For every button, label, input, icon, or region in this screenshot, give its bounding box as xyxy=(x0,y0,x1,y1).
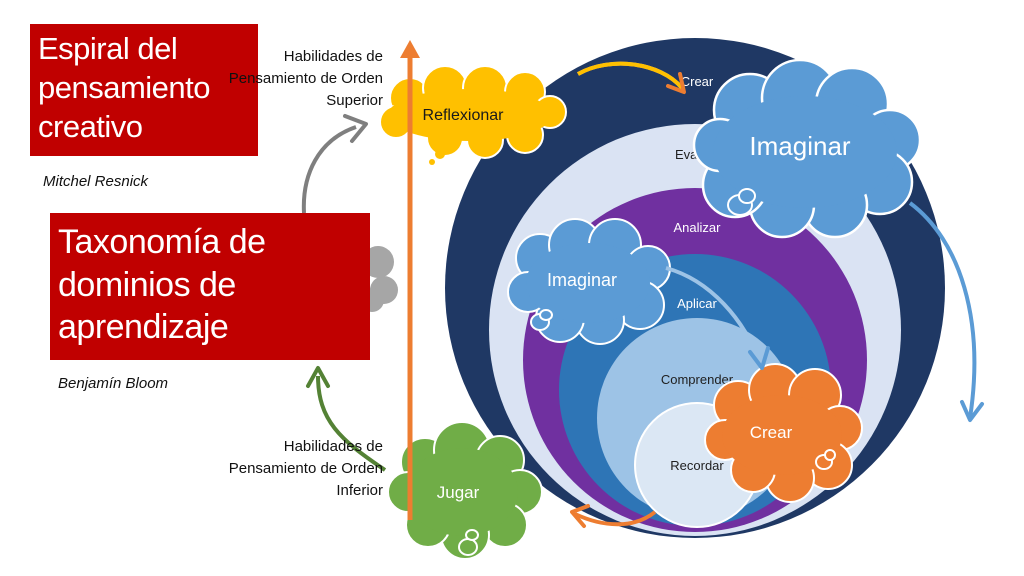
cloud-imagine-large-label: Imaginar xyxy=(749,131,850,161)
cloud-create xyxy=(704,363,863,503)
cloud-imagine-small-label: Imaginar xyxy=(547,270,617,290)
arrow-create-to-play xyxy=(570,504,657,528)
spiral-author: Mitchel Resnick xyxy=(43,173,149,190)
higher-order-text: Habilidades de Pensamiento de Orden Supe… xyxy=(228,48,383,109)
arrow-green-up xyxy=(306,366,387,472)
arrow-imagine-to-create xyxy=(665,266,770,370)
thinking-order-axis xyxy=(400,40,420,520)
lower-order-text: Habilidades de Pensamiento de Orden Infe… xyxy=(228,438,383,499)
bloom-label-understand: Comprender xyxy=(661,372,734,387)
cloud-create-label: Crear xyxy=(750,423,793,442)
cloud-reflect xyxy=(379,65,567,165)
bloom-label-apply: Aplicar xyxy=(677,296,717,311)
cloud-play-label: Jugar xyxy=(437,483,480,502)
cloud-imagine-large xyxy=(692,58,922,239)
gray-cloud xyxy=(360,246,398,312)
lower-order-label: Habilidades de Pensamiento de Orden Infe… xyxy=(213,436,383,501)
taxonomy-title: Taxonomía de dominios de aprendizaje xyxy=(50,213,370,360)
cloud-play xyxy=(387,421,543,560)
bloom-label-analyze: Analizar xyxy=(674,220,722,235)
bloom-label-remember: Recordar xyxy=(670,458,724,473)
bloom-label-create: Crear xyxy=(681,74,714,89)
arrow-gray-up xyxy=(301,114,368,214)
arrow-imagine-outward xyxy=(908,201,984,422)
taxonomy-author: Benjamín Bloom xyxy=(58,375,169,392)
cloud-reflect-label: Reflexionar xyxy=(423,107,505,124)
arrow-reflect-to-imagine xyxy=(577,61,686,94)
higher-order-label: Habilidades de Pensamiento de Orden Supe… xyxy=(213,46,383,111)
spiral-title: Espiral del pensamiento creativo xyxy=(30,24,258,156)
cloud-imagine-small xyxy=(507,218,671,345)
